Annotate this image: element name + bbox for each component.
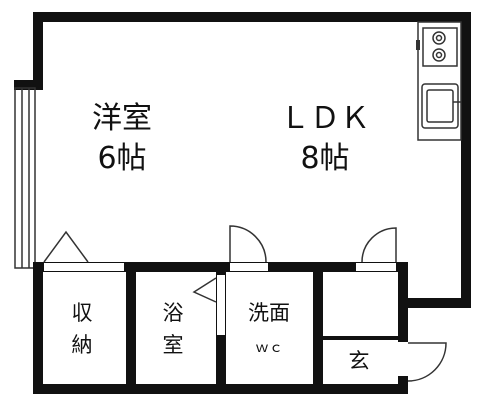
door-swings [43,225,447,382]
door-openings [44,263,407,375]
left-lower-wall [33,262,43,394]
right-wall [461,12,471,308]
stove [422,27,458,67]
wash-label-2: ｗｃ [255,340,283,356]
burner-icon [432,48,446,62]
burner-center-icon [435,34,443,42]
bath-folding-door [192,277,217,303]
storage-label-1: 収 [72,301,93,325]
top-wall [33,12,471,22]
sink [421,83,459,129]
counter-tab [416,40,420,50]
storage-label-2: 納 [72,333,93,357]
room-labels: 洋室 6帖 ＬＤＫ 8帖 収 納 浴 室 洗面 ｗｃ 玄 [72,101,371,373]
left-upper-wall [33,12,43,80]
bath-label-1: 浴 [163,301,184,325]
bath-label-2: 室 [163,333,184,357]
western-room-size: 6帖 [97,141,146,176]
left-step-wall [14,80,43,90]
burner-icon [432,31,446,45]
burner-center-icon [435,51,443,59]
window [14,87,36,269]
entrance-label: 玄 [349,349,370,373]
kitchen-counter [417,21,462,141]
entrance-right-wall [398,262,408,342]
sink-basin [426,89,454,123]
ldk-size: 8帖 [300,141,349,176]
wash-door-swing [229,225,267,263]
entrance-right-stub [398,376,408,394]
storage-bath-wall [126,262,136,394]
wash-door-opening [230,263,268,271]
counter-frame [417,21,462,141]
wash-entrance-wall [313,262,323,394]
entrance-door-swing [361,227,397,263]
wash-label-1: 洗面 [248,301,290,325]
entrance-step [313,336,405,340]
ldk-name: ＬＤＫ [280,101,370,136]
front-door-swing [407,342,447,382]
storage-folding-door [43,230,89,263]
entrance-door-opening [356,263,396,271]
storage-opening [44,263,124,271]
western-room-name: 洋室 [92,101,152,136]
window-frame [14,87,36,269]
front-door-opening [399,343,407,375]
bath-door-opening [217,275,225,335]
right-lower-wall [406,298,471,308]
